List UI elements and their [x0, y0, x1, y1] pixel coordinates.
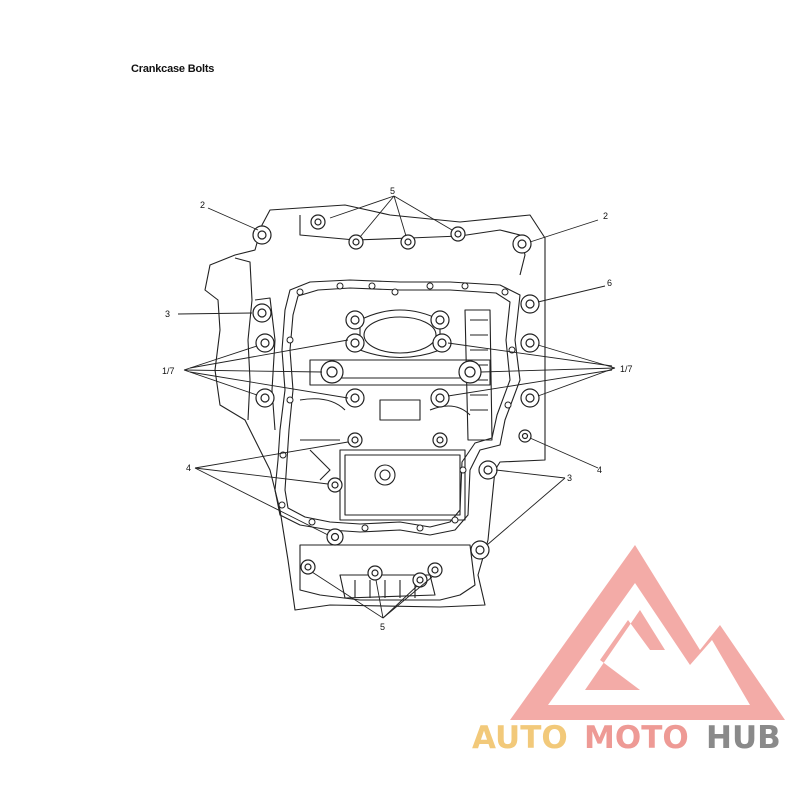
- main-flange: [274, 279, 521, 536]
- bolt-3-left: [252, 303, 272, 323]
- bolt-17-e: [345, 333, 365, 353]
- bolt-5-b: [348, 234, 364, 250]
- callout-2-left: 2: [200, 200, 205, 210]
- bolt-17-b: [255, 388, 275, 408]
- bolt-4-a: [347, 432, 363, 448]
- callout-17-right: 1/7: [620, 364, 633, 374]
- bolt-5-c: [400, 234, 416, 250]
- callout-6: 6: [607, 278, 612, 288]
- watermark-text: AUTO MOTO HUB: [472, 720, 781, 756]
- watermark-hub: HUB: [706, 720, 781, 756]
- bolt-17-f: [432, 333, 452, 353]
- callout-5-top: 5: [390, 186, 395, 196]
- watermark-logo: [510, 545, 785, 720]
- bolt-17-g: [320, 360, 344, 384]
- bolt-4-c: [327, 477, 343, 493]
- bolt-4-e: [326, 528, 344, 546]
- bolt-17-d: [430, 310, 450, 330]
- watermark-moto: MOTO: [584, 720, 689, 756]
- callout-5-bottom: 5: [380, 622, 385, 632]
- bolt-5-h: [427, 562, 443, 578]
- bolt-17-h: [458, 360, 482, 384]
- bolt-2-left: [252, 225, 272, 245]
- bolt-17-j: [430, 388, 450, 408]
- bolt-5-d: [450, 226, 466, 242]
- leader-lines: [177, 195, 616, 619]
- bolt-17-l: [520, 388, 540, 408]
- bolt-3-right-b: [470, 540, 490, 560]
- callout-17-left: 1/7: [162, 366, 175, 376]
- outer-case-outline: [204, 204, 546, 611]
- bolt-17-a: [255, 333, 275, 353]
- bolt-4-b: [432, 432, 448, 448]
- bolt-3-right-a: [478, 460, 498, 480]
- callout-3-left: 3: [165, 309, 170, 319]
- page-title: Crankcase Bolts: [131, 63, 215, 75]
- bolt-group: [252, 214, 540, 588]
- bolt-17-i: [345, 388, 365, 408]
- callout-4-right: 4: [597, 465, 602, 475]
- bolt-17-c: [345, 310, 365, 330]
- bolt-4-d: [518, 429, 532, 443]
- callout-2-right: 2: [603, 211, 608, 221]
- bolt-6: [520, 294, 540, 314]
- bolt-5-e: [300, 559, 316, 575]
- bolt-5-a: [310, 214, 326, 230]
- bolt-5-g: [412, 572, 428, 588]
- callout-4-left: 4: [186, 463, 191, 473]
- bolt-2-right: [512, 234, 532, 254]
- watermark-auto: AUTO: [472, 720, 568, 756]
- bolt-5-f: [367, 565, 383, 581]
- bolt-17-k: [520, 333, 540, 353]
- callout-3-right: 3: [567, 473, 572, 483]
